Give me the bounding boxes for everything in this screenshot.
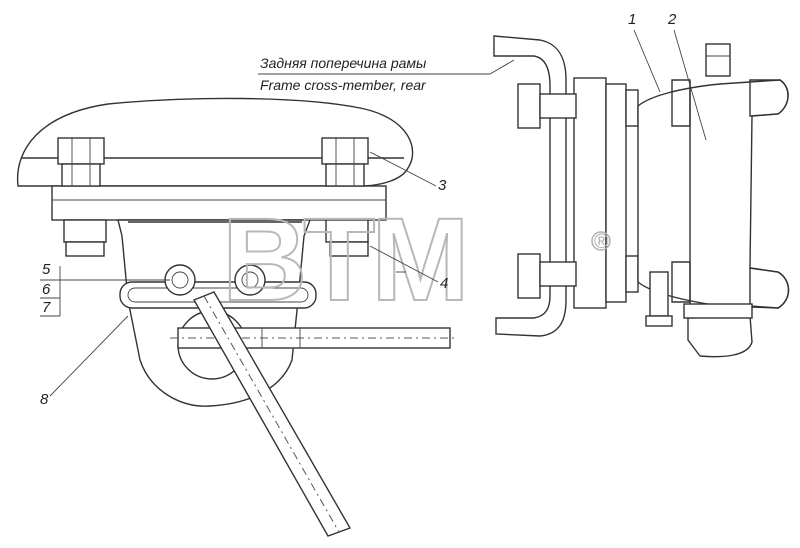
caption-leader (489, 59, 515, 75)
leader-8 (49, 315, 129, 397)
watermark-text: BTM (222, 194, 466, 326)
top-bolt-left (57, 137, 105, 187)
leader-2 (673, 29, 707, 141)
callout-5: 5 (42, 261, 51, 278)
flange-bolt-bottom (517, 253, 541, 299)
section-hatch-right-top (749, 79, 789, 117)
callout-2: 2 (667, 11, 677, 28)
leader-4 (369, 245, 439, 283)
watermark-registered-ring (591, 231, 611, 251)
caption-en: Frame cross-member, rear (260, 77, 427, 93)
callout-6: 6 (42, 281, 51, 298)
top-bolt-right (321, 137, 369, 187)
callout-4: 4 (440, 275, 448, 292)
mount-flange-inner (605, 83, 627, 303)
left-assembly (16, 97, 458, 537)
dome-cover (16, 97, 414, 187)
bottom-jaw (687, 315, 753, 358)
top-stub (705, 43, 731, 77)
grease-fitting (649, 271, 669, 317)
cross-member (493, 35, 567, 337)
mount-flange (573, 77, 607, 309)
leader-1 (633, 29, 661, 93)
flange-bolt-top (517, 83, 541, 129)
bottom-nut-left (63, 219, 107, 257)
bottom-nut-right (325, 219, 369, 257)
pin-6 (234, 264, 266, 296)
caption-ru: Задняя поперечина рамы (260, 55, 427, 71)
mounting-plate (51, 185, 387, 221)
diagonal-lever (192, 291, 352, 537)
watermark-registered: ® (594, 231, 609, 253)
callout-7: 7 (42, 299, 51, 316)
section-hatch-right-bottom (749, 267, 790, 309)
callout-1: 1 (628, 11, 636, 28)
callout-8: 8 (40, 391, 49, 408)
leader-3 (369, 151, 437, 187)
right-assembly (493, 35, 790, 358)
callout-3: 3 (438, 177, 447, 194)
